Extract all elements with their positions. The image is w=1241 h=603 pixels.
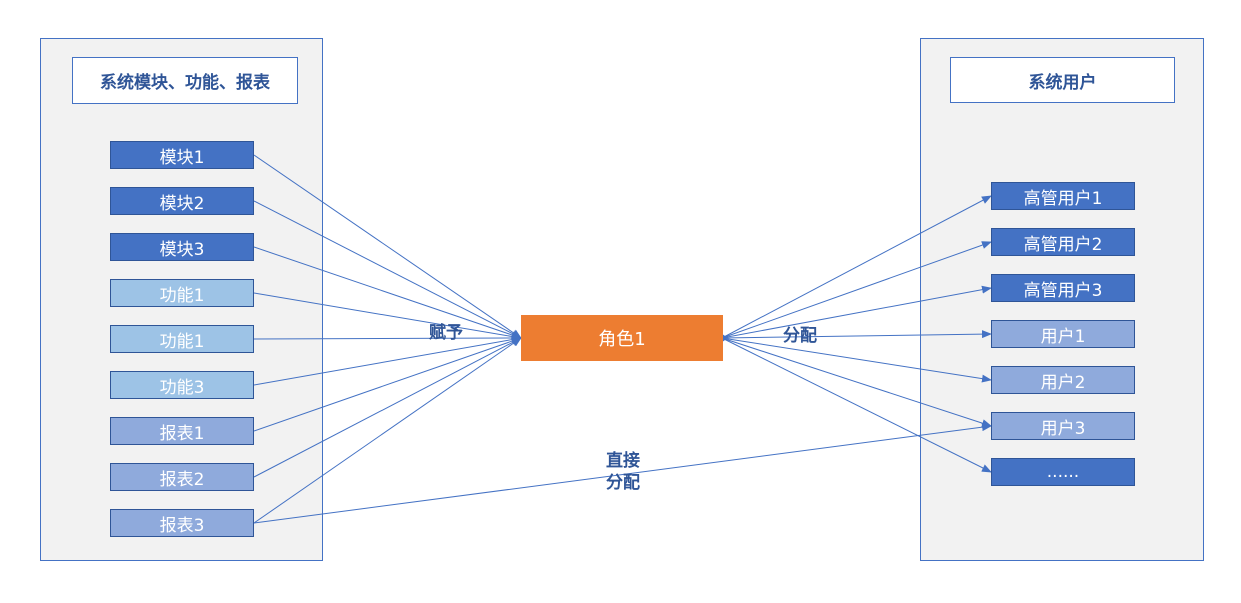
- assign-edge: [721, 337, 992, 383]
- left-node-function[interactable]: 功能1: [110, 279, 254, 307]
- assign-edge: [721, 241, 992, 339]
- grant-edge: [253, 337, 522, 478]
- left-node-function[interactable]: 功能1: [110, 325, 254, 353]
- left-node-report[interactable]: 报表1: [110, 417, 254, 445]
- left-node-module[interactable]: 模块3: [110, 233, 254, 261]
- assign-edge: [721, 337, 992, 473]
- right-node-senior_user[interactable]: 高管用户1: [991, 182, 1135, 210]
- right-node-senior_user[interactable]: 高管用户3: [991, 274, 1135, 302]
- grant-edge: [253, 335, 522, 386]
- grant-edge: [253, 337, 522, 432]
- grant-edge: [253, 334, 522, 343]
- grant-edge: [253, 200, 522, 339]
- right-node-user[interactable]: 用户1: [991, 320, 1135, 348]
- direct-assign-label-line2: 分配: [606, 473, 640, 493]
- grant-edge: [253, 246, 522, 339]
- grant-edge: [253, 154, 522, 339]
- right-panel-title: 系统用户: [950, 57, 1175, 103]
- assign-label: 分配: [783, 326, 817, 346]
- assign-edge: [721, 195, 992, 339]
- left-node-report[interactable]: 报表3: [110, 509, 254, 537]
- assign-edge: [721, 337, 992, 428]
- left-node-report[interactable]: 报表2: [110, 463, 254, 491]
- direct-assign-label-line1: 直接: [606, 451, 640, 471]
- direct-assign-edge: [253, 423, 992, 524]
- left-node-module[interactable]: 模块2: [110, 187, 254, 215]
- assign-edge: [721, 330, 992, 339]
- assign-edge: [721, 285, 992, 339]
- grant-edge: [253, 292, 522, 341]
- left-panel-title: 系统模块、功能、报表: [72, 57, 298, 104]
- direct-assign-label: 直接 分配: [598, 450, 648, 494]
- right-node-senior_user[interactable]: ......: [991, 458, 1135, 486]
- left-node-module[interactable]: 模块1: [110, 141, 254, 169]
- left-node-function[interactable]: 功能3: [110, 371, 254, 399]
- role-node[interactable]: 角色1: [521, 315, 723, 361]
- right-node-user[interactable]: 用户3: [991, 412, 1135, 440]
- grant-edge: [253, 337, 522, 524]
- grant-label: 赋予: [429, 323, 463, 343]
- right-node-user[interactable]: 用户2: [991, 366, 1135, 394]
- right-node-senior_user[interactable]: 高管用户2: [991, 228, 1135, 256]
